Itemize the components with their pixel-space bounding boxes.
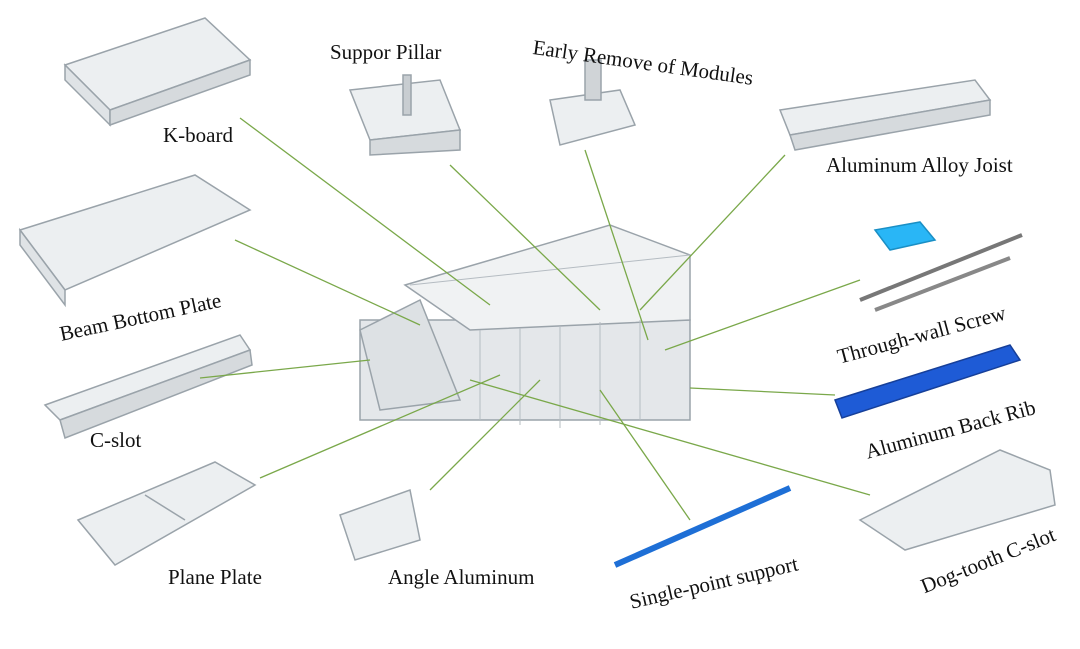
label-support-pillar: Suppor Pillar [330, 40, 442, 64]
building-model [359, 224, 691, 428]
back-rib-part [834, 344, 1022, 419]
leader-line [584, 149, 649, 341]
leader-line [689, 387, 836, 396]
plane-plate-part [76, 461, 257, 566]
angle-aluminum-part [339, 489, 421, 561]
leader-line [639, 154, 786, 311]
screw-rod [859, 233, 1023, 302]
leader-line [449, 164, 601, 311]
label-angle-aluminum: Angle Aluminum [388, 565, 535, 589]
label-joist: Aluminum Alloy Joist [826, 153, 1013, 177]
leader-line [199, 359, 371, 379]
label-plane-plate: Plane Plate [168, 565, 262, 589]
leader-line [469, 379, 871, 496]
dog-tooth-part [858, 449, 1056, 551]
tie-plate [873, 221, 937, 251]
leader-line [239, 117, 491, 306]
leader-line [599, 389, 691, 521]
single-point-part [613, 485, 792, 568]
label-k-board: K-board [163, 123, 233, 147]
leader-line [429, 379, 541, 491]
label-c-slot: C-slot [90, 428, 142, 452]
leader-line [234, 239, 421, 326]
leader-lines [199, 117, 871, 521]
leader-line [259, 374, 501, 479]
leader-line [664, 279, 861, 351]
beam-bottom-part [18, 174, 252, 291]
